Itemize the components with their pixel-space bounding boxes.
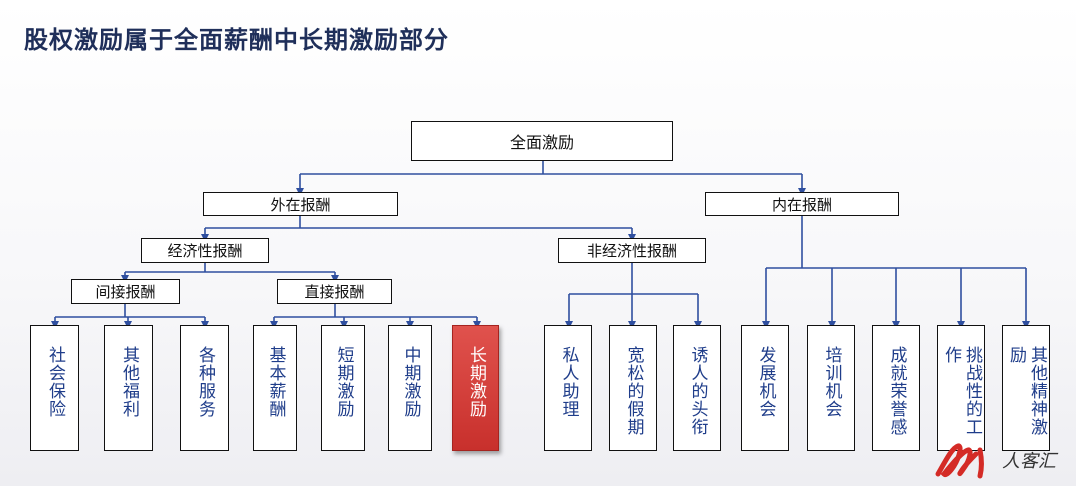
- leaf-label: 其他福利: [119, 346, 139, 418]
- leaf-label: 短期激励: [333, 346, 354, 418]
- non-economic-reward-node: 非经济性报酬: [558, 238, 706, 263]
- external-reward-node: 外在报酬: [203, 192, 398, 216]
- leaf-training-opportunity: 培训机会: [807, 325, 855, 451]
- leaf-label: 宽松的假期: [623, 346, 644, 436]
- economic-reward-node: 经济性报酬: [141, 238, 269, 263]
- leaf-attractive-title: 诱人的头衔: [673, 325, 721, 451]
- leaf-label: 其他精神激励: [1006, 346, 1047, 436]
- leaf-label: 中期激励: [400, 346, 421, 418]
- leaf-label: 发展机会: [755, 346, 776, 418]
- leaf-development-opportunity: 发展机会: [741, 325, 789, 451]
- internal-reward-node: 内在报酬: [705, 192, 899, 216]
- leaf-personal-assistant: 私人助理: [544, 325, 592, 451]
- leaf-label: 长期激励: [466, 346, 486, 418]
- leaf-label: 各种服务: [195, 346, 215, 418]
- leaf-base-salary: 基本薪酬: [253, 325, 297, 451]
- leaf-social-insurance: 社会保险: [30, 325, 79, 451]
- direct-reward-node: 直接报酬: [277, 279, 392, 304]
- leaf-services: 各种服务: [180, 325, 229, 451]
- leaf-label: 社会保险: [45, 346, 65, 418]
- indirect-reward-node: 间接报酬: [71, 279, 180, 304]
- leaf-achievement-honor: 成就荣誉感: [872, 325, 920, 451]
- brand-logo: [935, 443, 984, 479]
- leaf-loose-vacation: 宽松的假期: [609, 325, 657, 451]
- leaf-label: 私人助理: [558, 346, 579, 418]
- page-title: 股权激励属于全面薪酬中长期激励部分: [24, 26, 449, 54]
- leaf-label: 挑战性的工作: [941, 346, 982, 436]
- leaf-challenging-work: 挑战性的工作: [937, 325, 985, 451]
- root-node: 全面激励: [411, 121, 673, 161]
- leaf-label: 培训机会: [821, 346, 842, 418]
- leaf-other-benefits: 其他福利: [104, 325, 153, 451]
- leaf-short-term-incentive: 短期激励: [321, 325, 365, 451]
- leaf-other-spiritual-incentive: 其他精神激励: [1002, 325, 1050, 451]
- leaf-label: 基本薪酬: [265, 346, 286, 418]
- brand-logo-text: 人客汇: [1002, 451, 1056, 472]
- leaf-mid-term-incentive: 中期激励: [388, 325, 432, 451]
- leaf-label: 诱人的头衔: [687, 346, 708, 436]
- leaf-label: 成就荣誉感: [886, 346, 907, 436]
- leaf-long-term-incentive: 长期激励: [452, 325, 499, 451]
